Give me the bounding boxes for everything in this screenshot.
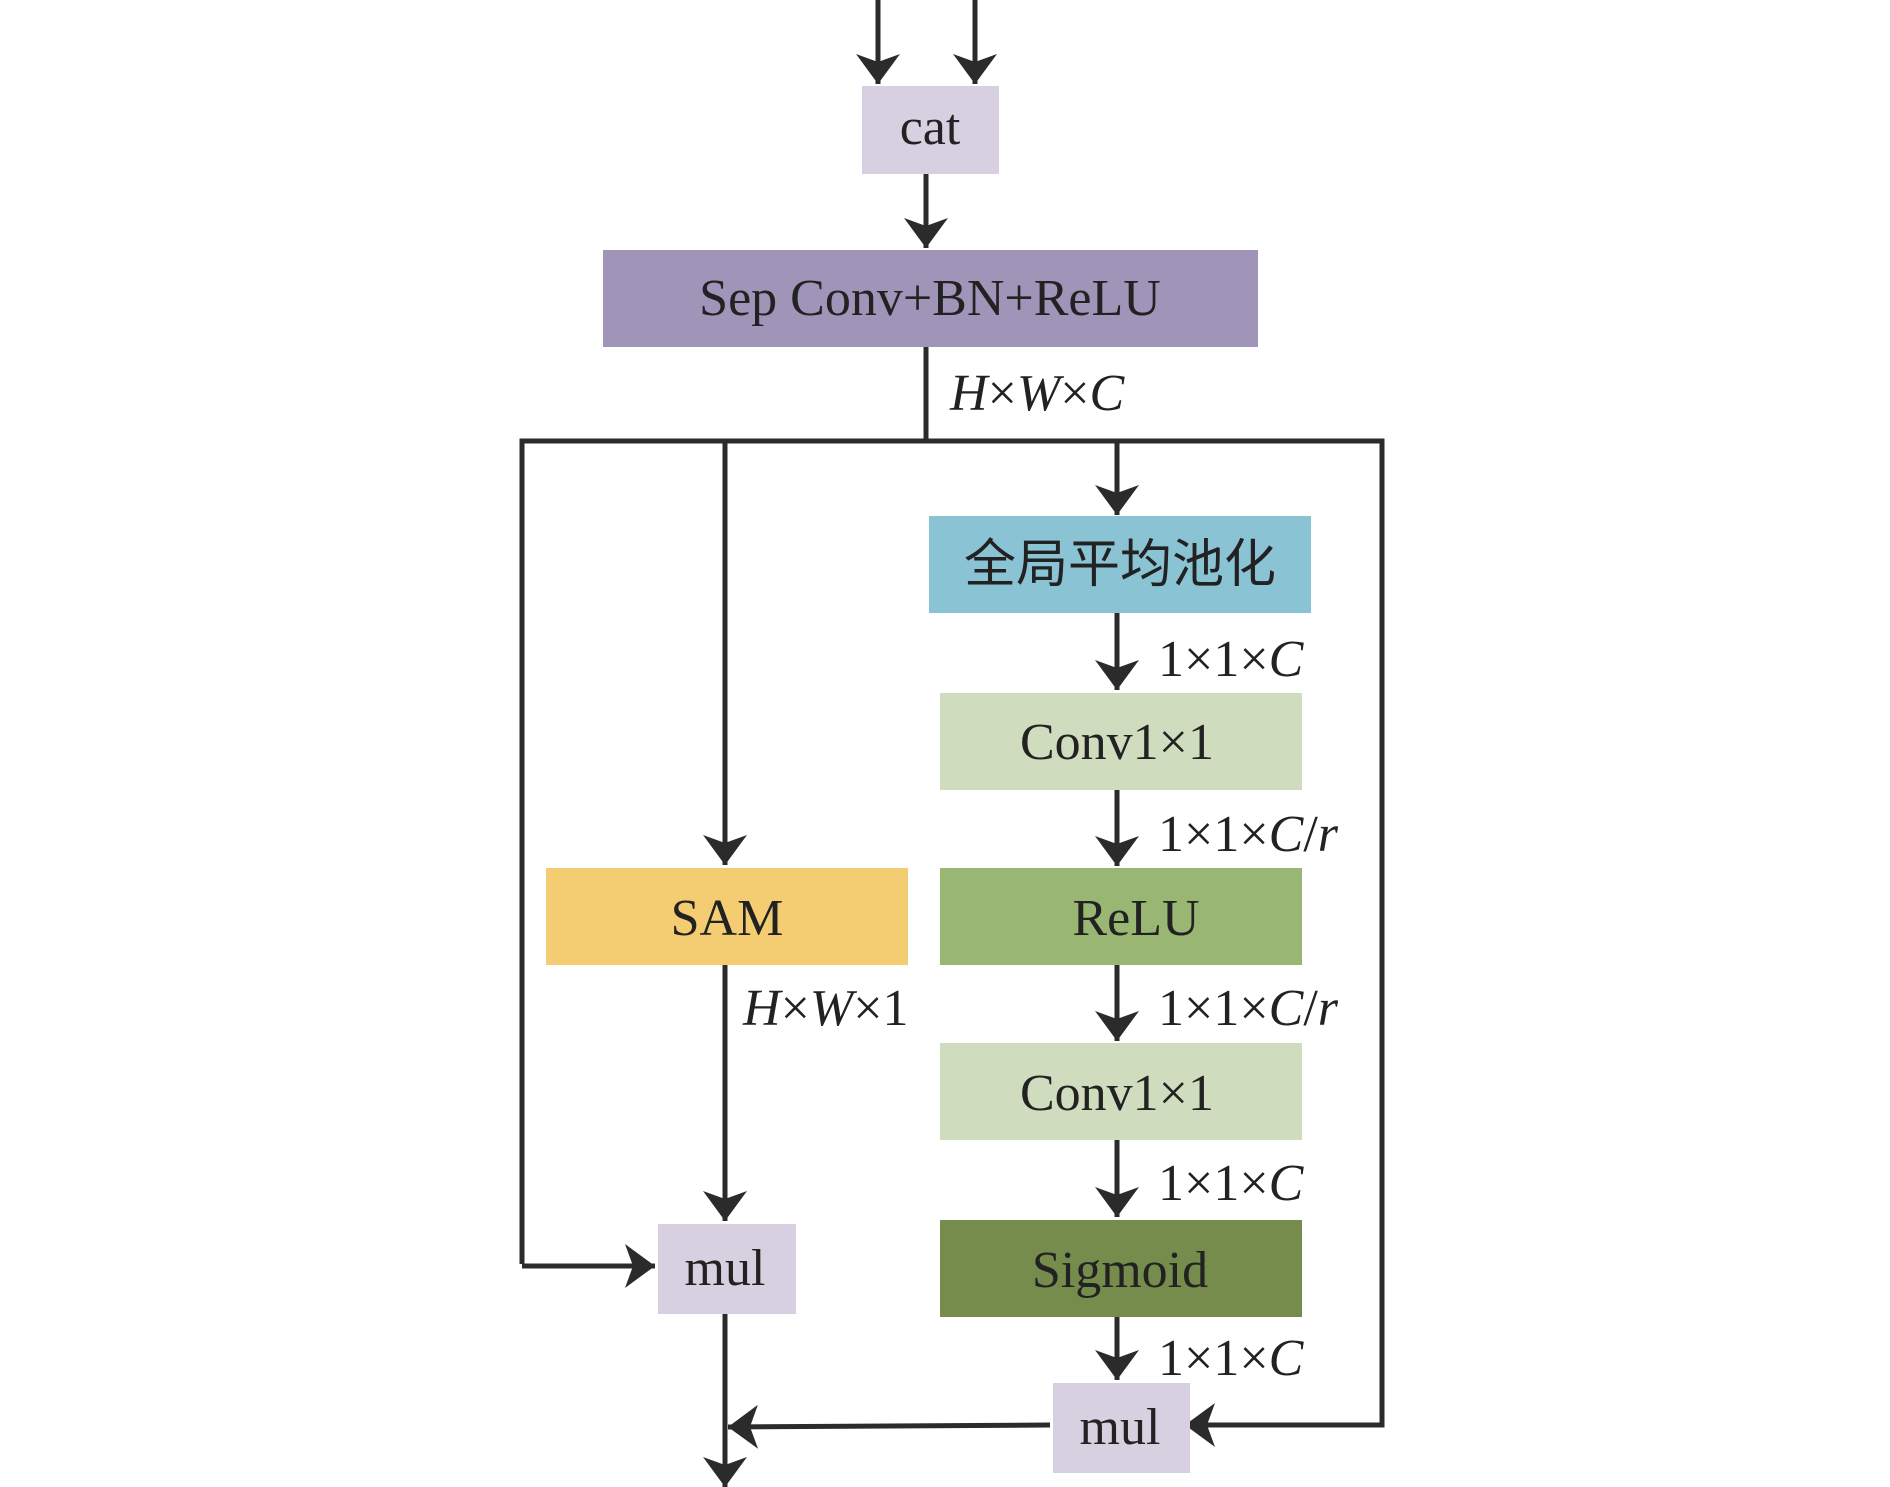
cat-box <box>862 86 999 174</box>
dim-label-sam-out: H×W×1 <box>742 980 909 1037</box>
node-sepconv: Sep Conv+BN+ReLU <box>603 250 1258 347</box>
conv1-label: Conv1×1 <box>1020 714 1214 771</box>
conv1-box <box>940 693 1302 790</box>
dim-label-conv1-out: 1×1×C/r <box>1158 806 1339 863</box>
mul-left-box <box>658 1224 796 1314</box>
node-mul-left: mul <box>658 1224 796 1314</box>
dim-label-relu-out: 1×1×C/r <box>1158 980 1339 1037</box>
sigmoid-box <box>940 1220 1302 1317</box>
node-conv2: Conv1×1 <box>940 1043 1302 1140</box>
sepconv-box <box>603 250 1258 347</box>
node-sam: SAM <box>546 868 908 965</box>
relu-box <box>940 868 1302 965</box>
gap-label: 全局平均池化 <box>964 537 1276 594</box>
dim-label-sigmoid-out: 1×1×C <box>1158 1330 1305 1387</box>
node-relu: ReLU <box>940 868 1302 965</box>
dim-label-conv2-out: 1×1×C <box>1158 1155 1305 1212</box>
mul-right-label: mul <box>1080 1399 1161 1456</box>
node-conv1: Conv1×1 <box>940 693 1302 790</box>
sigmoid-label: Sigmoid <box>1032 1242 1208 1299</box>
dim-label-hwc: H×W×C <box>949 365 1126 422</box>
sam-box <box>546 868 908 965</box>
dim-label-gap-out: 1×1×C <box>1158 631 1305 688</box>
node-cat: cat <box>862 86 999 174</box>
arrow-mul-right-to-output <box>727 1404 1051 1449</box>
mul-left-label: mul <box>685 1240 766 1297</box>
conv2-box <box>940 1043 1302 1140</box>
sam-label: SAM <box>671 890 784 947</box>
node-gap: 全局平均池化 <box>929 516 1311 613</box>
relu-label: ReLU <box>1072 890 1199 947</box>
connections <box>519 0 1385 1487</box>
wire-bus <box>519 438 1385 1428</box>
gap-box <box>929 516 1311 613</box>
cat-label: cat <box>900 99 961 156</box>
mul-right-box <box>1053 1383 1190 1473</box>
conv2-label: Conv1×1 <box>1020 1065 1214 1122</box>
sepconv-label: Sep Conv+BN+ReLU <box>699 270 1161 327</box>
node-sigmoid: Sigmoid <box>940 1220 1302 1317</box>
node-mul-right: mul <box>1053 1383 1190 1473</box>
